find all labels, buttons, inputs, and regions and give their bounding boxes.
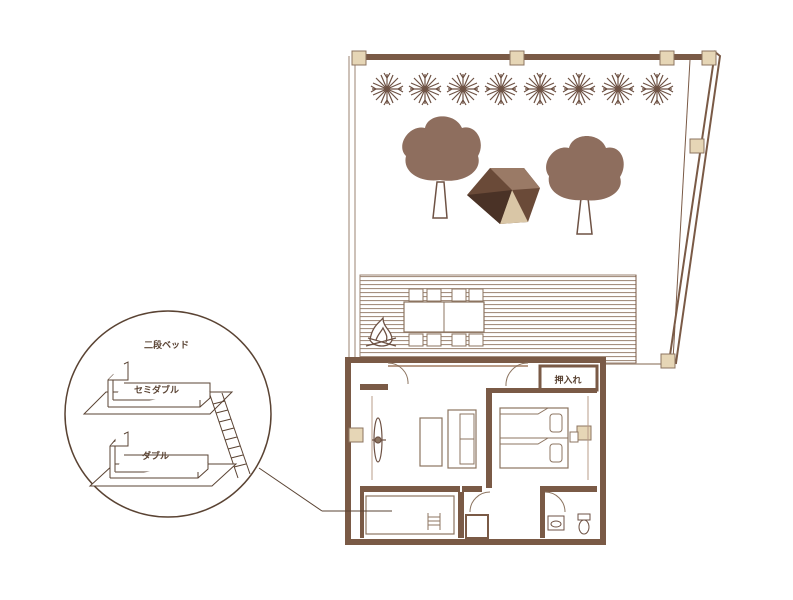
closet-label: 押入れ	[554, 374, 581, 386]
bunk-title: 二段ベッド	[144, 339, 189, 351]
toilet-room	[547, 513, 591, 535]
tree-top-icon	[523, 72, 557, 106]
dining-table	[403, 288, 485, 347]
ladder-icon	[427, 513, 441, 530]
rock-seat-icon	[467, 168, 540, 224]
toilet-icon	[577, 513, 591, 535]
tree-top-icon	[408, 72, 442, 106]
bunk-niche	[365, 495, 455, 535]
upper-bed-label: セミダブル	[134, 384, 179, 396]
bonfire-icon	[365, 316, 397, 347]
tree-top-icon	[484, 72, 518, 106]
tree-icon	[402, 116, 481, 219]
hedge-row	[370, 72, 674, 106]
upper-bed	[82, 361, 234, 415]
tree-top-icon	[640, 72, 674, 106]
lower-bed	[88, 431, 238, 487]
tree-top-icon	[562, 72, 596, 106]
sink-icon	[547, 515, 565, 531]
tree-top-icon	[370, 72, 404, 106]
tree-icon	[546, 136, 624, 235]
tree-top-icon	[601, 72, 635, 106]
living-room	[372, 409, 477, 469]
wood-deck	[359, 274, 637, 364]
bunk-callout: 二段ベッド セミダブル ダブル	[64, 310, 392, 518]
lower-bed-label: ダブル	[142, 450, 169, 462]
tree-top-icon	[446, 72, 480, 106]
bedroom	[499, 407, 579, 469]
